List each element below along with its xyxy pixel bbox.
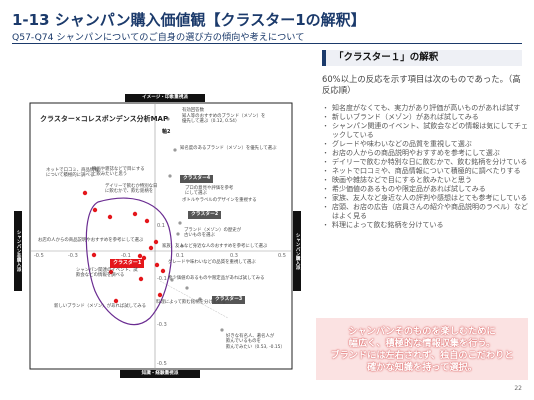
list-item: 知名度がなくても、実力があり評価が高いものがあれば試す <box>322 104 528 113</box>
y-tick: -0.3 <box>157 322 167 328</box>
list-item: 料理によって飲む銘柄を分けている <box>322 221 528 230</box>
map-note: デイリーで飲むか特別な日 に飲むかで、飲む銘柄を <box>105 184 158 195</box>
map-note: お店の人からの商品説明やおすすめを参考にして選ぶ <box>38 238 144 243</box>
x-tick: 0.1 <box>176 253 184 259</box>
point <box>107 214 113 220</box>
list-item: 希少価値のあるものや限定品があれば試してみる <box>322 185 528 194</box>
map-note: 好きな有名人、著名人が 飲んでいるものを 飲んでみたい（0.53, -0.15） <box>226 334 285 350</box>
summary-callout: シャンパンそのものを楽しむために 幅広く、積極的な情報収集を行う。 ブランドには… <box>316 318 528 380</box>
cluster4-label: クラスター4 <box>180 175 214 183</box>
map-frame <box>29 102 293 370</box>
list-item: 映画や雑誌などで目にすると飲みたいと思う <box>322 176 528 185</box>
x-tick: 0.3 <box>230 253 238 259</box>
point <box>168 174 172 178</box>
point <box>108 269 114 275</box>
interpretation-heading: 「クラスター１」の解釈 <box>322 50 522 66</box>
point <box>220 328 224 332</box>
list-item: 店頭、お店の広告（店員さんの紹介や商品説明のラベル）などはよく見る <box>322 203 528 221</box>
y-tick: -0.1 <box>157 276 167 282</box>
cluster3-label: クラスター3 <box>212 296 246 304</box>
callout-line: ブランドには左右されず、独自のこだわりと <box>330 350 514 361</box>
cluster1-label: クラスター1 <box>110 259 145 268</box>
point <box>113 298 119 304</box>
point <box>82 190 88 196</box>
map-note: プロの意見や評価を参考 にして選ぶ <box>185 186 234 197</box>
list-item: デイリーで飲むか特別な日に飲むかで、飲む銘柄を分けている <box>322 158 528 167</box>
point <box>153 239 159 245</box>
list-item: 新しいブランド（メゾン）があれば試してみる <box>322 113 528 122</box>
point <box>138 276 144 282</box>
map-note: 新しいブランド（メゾン）があれば試してみる <box>54 304 147 309</box>
list-item: 家族、友人など身近な人の評判や感想はとても参考にしている <box>322 194 528 203</box>
axis-bottom-label: 知識・経験重視派 <box>120 370 200 378</box>
point <box>173 148 177 152</box>
page-subtitle: Q57-Q74 シャンパンについてのご自身の選び方の傾向や考えについて <box>12 32 305 43</box>
point <box>144 218 150 224</box>
list-item: シャンパン関連のイベント、試飲会などの情報は気にしてチェックしている <box>322 122 528 140</box>
map-note: ボトルやラベルのデザインを重視する <box>182 198 257 203</box>
point <box>148 245 154 251</box>
other-points <box>166 117 224 332</box>
callout-line: 幅広く、積極的な情報収集を行う。 <box>348 338 496 349</box>
list-item: ネットで口コミや、商品情報について積極的に調べたりする <box>322 167 528 176</box>
map-note: ブランド（メゾン）の歴史が 古いものを選ぶ <box>184 228 242 239</box>
callout-line: シャンパンそのものを楽しむために <box>348 326 496 337</box>
map-note: 有効回答数 <box>182 108 204 113</box>
x-tick: -0.1 <box>121 253 131 259</box>
guide-line-1 <box>159 280 229 319</box>
list-item: お店の人からの商品説明やおすすめを参考にして選ぶ <box>322 149 528 158</box>
y-tick: -0.5 <box>157 361 167 367</box>
x-tick: 0.5 <box>278 253 286 259</box>
x-tick: -0.5 <box>34 253 44 259</box>
x-tick: -0.3 <box>68 253 78 259</box>
map-svg <box>29 102 293 370</box>
map-note: 知人等のおすすめのブランド（メゾン）を 優先して選ぶ（0.12, 0.54） <box>182 114 266 125</box>
point <box>132 211 138 217</box>
cluster1-outline <box>85 197 173 326</box>
map-note: 料理によって飲む銘柄を分けている <box>156 300 226 305</box>
axis-top-label: イメージ・印象重視派 <box>125 94 205 102</box>
page-title: 1-13 シャンパン購入価値観【クラスター1の解釈】 <box>12 11 366 29</box>
point <box>160 268 166 274</box>
map-note: ネットで口コミ、商品情報 について積極的に調べる <box>46 168 99 179</box>
point <box>154 262 160 268</box>
point <box>180 244 184 248</box>
interpretation-list: 知名度がなくても、実力があり評価が高いものがあれば試す 新しいブランド（メゾン）… <box>322 104 528 230</box>
axis-right-label: シャンパン購入派 <box>293 211 301 291</box>
point <box>185 286 189 290</box>
point <box>166 117 170 121</box>
map-note: 知名度のあるブランド（メゾン）を優先して選ぶ <box>180 146 277 151</box>
axis2-label: 軸2 <box>162 129 171 135</box>
cluster2-label: クラスター2 <box>188 211 222 219</box>
point <box>137 253 143 259</box>
map-note: シャンパン関連のイベント、試 飲会などの情報を調べる <box>76 268 138 279</box>
map-note: グレードや味わいなどの品質を重視して選ぶ <box>168 260 256 265</box>
map-note: 映画や雑誌などで目にする と飲みたいと思う <box>92 167 145 178</box>
axis-left-label: シャンパン非購入派 <box>14 211 22 291</box>
map-note: 希少価値のあるものや限定品があれば試してみる <box>168 276 265 281</box>
point <box>92 207 98 213</box>
point <box>170 278 174 282</box>
list-item: グレードや味わいなどの品質を重視して選ぶ <box>322 140 528 149</box>
cluster1-points <box>82 190 166 304</box>
point <box>91 252 97 258</box>
point <box>157 292 163 298</box>
point <box>178 221 182 225</box>
callout-line: 確かな知識を持って選択。 <box>367 362 477 373</box>
point <box>176 232 180 236</box>
point <box>198 297 202 301</box>
page-number: 22 <box>514 385 522 392</box>
y-tick: 0.1 <box>157 223 165 229</box>
correspondence-map: イメージ・印象重視派 知識・経験重視派 シャンパン非購入派 シャンパン購入派 軸… <box>10 86 310 390</box>
map-note: 家族、友人など身近な人のおすすめを参考にして選ぶ <box>162 244 268 249</box>
map-title: クラスター×コレスポンデンス分析MAP <box>40 115 169 123</box>
title-rule <box>12 43 522 44</box>
interpretation-lead: 60%以上の反応を示す項目は次のものであった。（高反応順） <box>322 74 521 95</box>
